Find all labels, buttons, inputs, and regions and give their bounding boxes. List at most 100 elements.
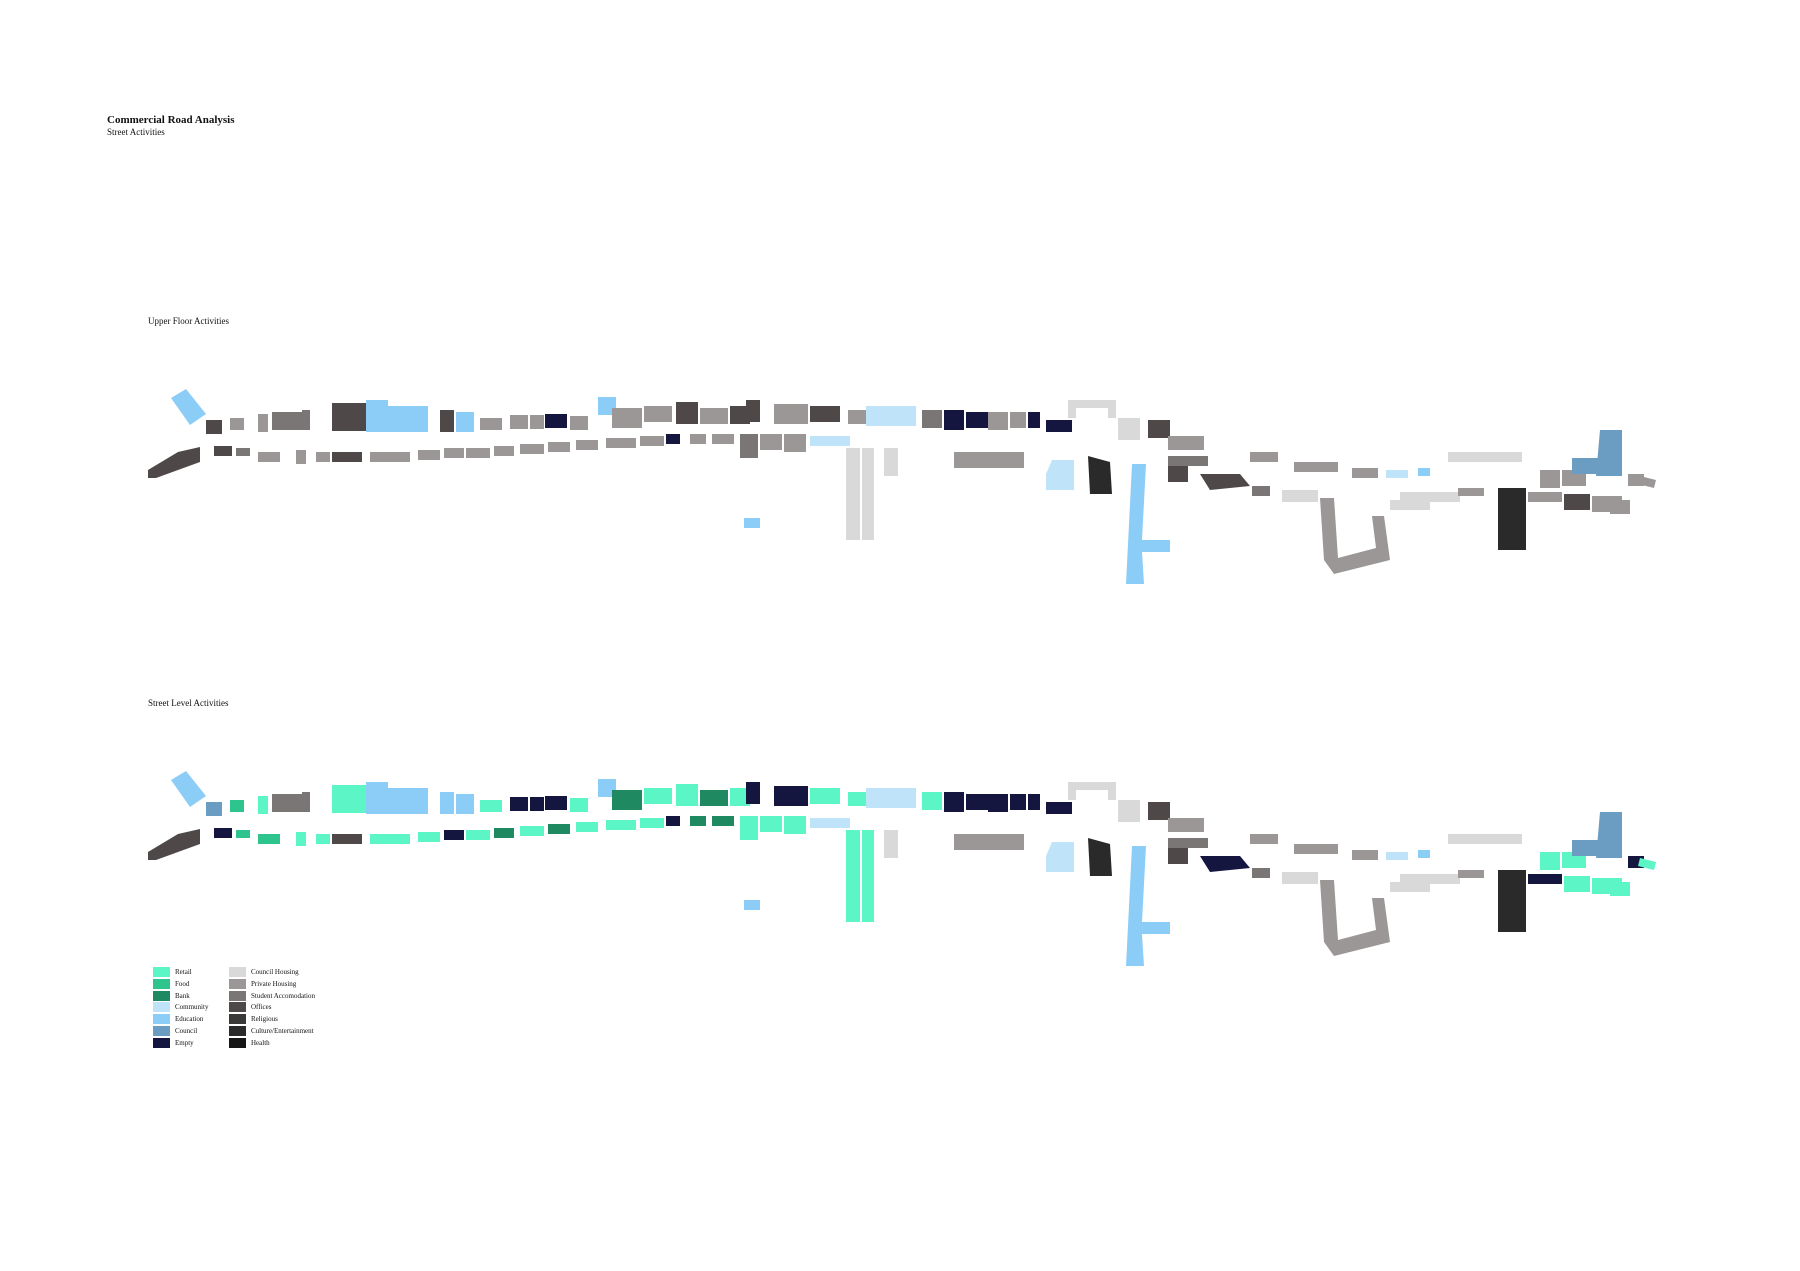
building-footprint: [230, 800, 244, 812]
legend-swatch: [153, 1037, 170, 1048]
building-footprint: [700, 790, 728, 806]
building-footprint: [846, 448, 860, 540]
legend-label: Private Housing: [251, 979, 297, 988]
building-footprint: [1028, 412, 1040, 428]
building-footprint: [366, 400, 388, 432]
building-footprint: [848, 410, 868, 424]
building-footprint: [1418, 468, 1430, 476]
building-footprint: [1386, 470, 1408, 478]
legend-swatch: [153, 978, 170, 989]
building-footprint: [866, 406, 916, 426]
building-footprint: [810, 406, 840, 422]
building-footprint: [1540, 470, 1560, 488]
building-footprint: [606, 438, 636, 448]
building-footprint: [1498, 488, 1526, 550]
building-footprint: [388, 788, 428, 814]
legend-swatch: [229, 1014, 246, 1025]
legend-label: Council: [175, 1026, 198, 1035]
building-footprint: [171, 771, 206, 807]
building-footprint: [644, 406, 672, 422]
building-footprint: [866, 788, 916, 808]
legend-swatch: [229, 1037, 246, 1048]
building-footprint: [1168, 818, 1204, 832]
building-footprint: [258, 414, 268, 432]
building-footprint: [548, 442, 570, 452]
building-footprint: [1088, 456, 1112, 494]
building-footprint: [944, 792, 964, 812]
building-footprint: [862, 448, 874, 540]
building-footprint: [1638, 476, 1656, 488]
legend-swatch: [229, 1025, 246, 1036]
building-footprint: [774, 786, 808, 806]
building-footprint: [1400, 492, 1460, 502]
building-footprint: [545, 414, 567, 428]
page-title: Commercial Road Analysis: [107, 114, 235, 126]
building-footprint: [1252, 486, 1270, 496]
building-footprint: [494, 446, 514, 456]
building-footprint: [1400, 874, 1460, 884]
building-footprint: [258, 452, 280, 462]
building-footprint: [810, 818, 850, 828]
building-footprint: [1610, 500, 1630, 514]
building-footprint: [730, 406, 750, 424]
building-footprint: [700, 408, 728, 424]
building-footprint: [666, 434, 680, 444]
building-footprint: [316, 834, 330, 844]
building-footprint: [1596, 430, 1622, 476]
building-footprint: [1572, 840, 1598, 856]
legend-swatch: [153, 1002, 170, 1013]
building-footprint: [1168, 848, 1188, 864]
building-footprint: [1010, 794, 1026, 810]
building-footprint: [954, 452, 1024, 468]
building-footprint: [966, 794, 988, 810]
building-footprint: [444, 830, 464, 840]
building-footprint: [774, 404, 808, 424]
building-footprint: [598, 779, 616, 797]
building-footprint: [332, 834, 362, 844]
building-footprint: [612, 790, 642, 810]
building-footprint: [1010, 412, 1026, 428]
building-footprint: [370, 452, 410, 462]
building-footprint: [848, 792, 868, 806]
legend-label: Retail: [175, 968, 192, 976]
building-footprint: [1046, 420, 1072, 432]
building-footprint: [171, 389, 206, 425]
building-footprint: [1638, 858, 1656, 870]
building-footprint: [1448, 834, 1522, 844]
building-footprint: [1448, 452, 1522, 462]
building-footprint: [236, 830, 250, 838]
building-footprint: [530, 797, 544, 811]
building-footprint: [148, 829, 200, 860]
building-footprint: [1458, 870, 1484, 878]
legend-label: Culture/Entertainment: [251, 1026, 314, 1035]
building-footprint: [480, 800, 502, 812]
building-footprint: [296, 450, 306, 464]
building-footprint: [258, 834, 280, 844]
building-footprint: [1418, 850, 1430, 858]
building-footprint: [1572, 458, 1598, 474]
building-footprint: [1528, 492, 1562, 502]
building-footprint: [440, 410, 454, 432]
building-footprint: [1610, 882, 1630, 896]
legend-label: Religious: [251, 1015, 278, 1024]
building-footprint: [1390, 882, 1430, 892]
building-footprint: [1168, 456, 1208, 466]
building-footprint: [598, 397, 616, 415]
building-footprint: [548, 824, 570, 834]
building-footprint: [784, 434, 806, 452]
building-footprint: [884, 448, 898, 476]
building-footprint: [712, 434, 734, 444]
building-footprint: [690, 434, 706, 444]
building-footprint: [272, 794, 302, 812]
building-footprint: [1390, 500, 1430, 510]
legend-swatch: [229, 967, 246, 977]
building-footprint: [466, 448, 490, 458]
building-footprint: [744, 900, 760, 910]
building-footprint: [1596, 812, 1622, 858]
building-footprint: [666, 816, 680, 826]
building-footprint: [1352, 468, 1378, 478]
building-footprint: [206, 420, 222, 434]
building-footprint: [520, 826, 544, 836]
building-footprint: [676, 402, 698, 424]
building-footprint: [530, 415, 544, 429]
